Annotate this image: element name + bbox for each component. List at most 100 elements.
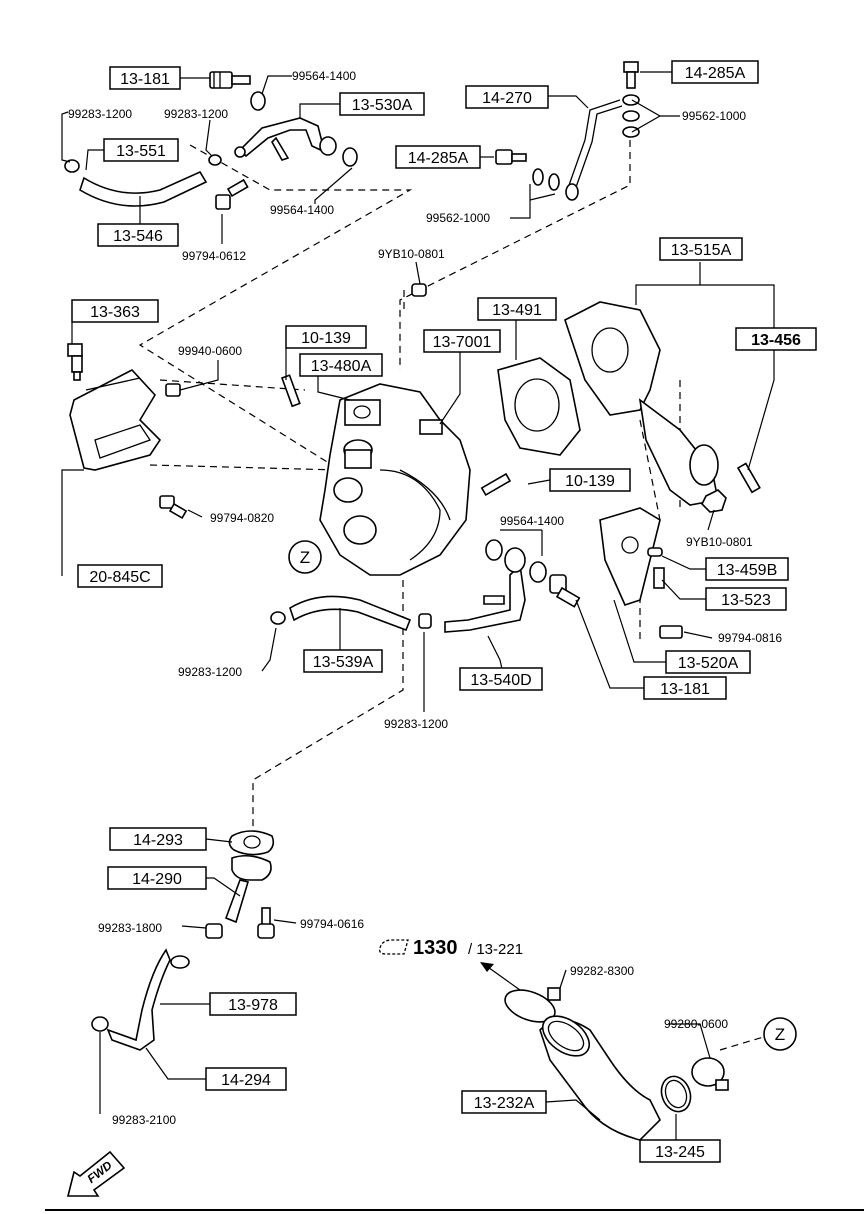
hose-13-978 bbox=[106, 948, 190, 1051]
washer-99562-1000-b1 bbox=[532, 168, 544, 186]
part-99562-1000-a[interactable]: 99562-1000 bbox=[682, 109, 746, 123]
pipe-14-290 bbox=[224, 854, 272, 924]
callout-13-546-label: 13-546 bbox=[113, 228, 163, 245]
bolt-13-181-top bbox=[209, 71, 251, 89]
callout-13-491-label: 13-491 bbox=[492, 302, 542, 319]
callout-20-845c[interactable]: 20-845C bbox=[77, 564, 163, 588]
callout-13-459b[interactable]: 13-459B bbox=[705, 557, 789, 581]
callout-13-515a[interactable]: 13-515A bbox=[659, 237, 743, 261]
callout-14-270[interactable]: 14-270 bbox=[465, 85, 549, 109]
callout-10-139-left-label: 10-139 bbox=[301, 330, 351, 347]
part-99940-0600[interactable]: 99940-0600 bbox=[178, 344, 242, 358]
callout-13-540d-label: 13-540D bbox=[470, 672, 531, 689]
callout-13-181-bottom[interactable]: 13-181 bbox=[643, 676, 727, 700]
washer-99564-1400-b bbox=[342, 147, 358, 167]
callout-10-139-left[interactable]: 10-139 bbox=[285, 325, 367, 349]
callout-13-515a-label: 13-515A bbox=[671, 242, 732, 259]
part-99283-1200-d[interactable]: 99283-1200 bbox=[384, 717, 448, 731]
stud-13-456 bbox=[736, 462, 761, 494]
washer-99564-1400-a bbox=[250, 91, 266, 111]
part-99564-1400-b[interactable]: 99564-1400 bbox=[270, 203, 334, 217]
duct-13-232a bbox=[539, 1015, 661, 1141]
callout-14-270-label: 14-270 bbox=[482, 90, 532, 107]
callout-14-290[interactable]: 14-290 bbox=[107, 866, 207, 890]
callout-13-523[interactable]: 13-523 bbox=[705, 587, 787, 611]
part-9yb10-0801-a[interactable]: 9YB10-0801 bbox=[378, 247, 445, 261]
part-99564-1400-c[interactable]: 99564-1400 bbox=[500, 514, 564, 528]
part-99794-0820[interactable]: 99794-0820 bbox=[210, 511, 274, 525]
callout-13-456-label: 13-456 bbox=[751, 332, 801, 349]
callout-13-232a[interactable]: 13-232A bbox=[461, 1090, 547, 1114]
exhaust-pipe-13-515a bbox=[564, 301, 719, 506]
bolt-99794-0612 bbox=[215, 178, 249, 210]
gasket-14-293 bbox=[228, 830, 275, 856]
part-99283-1200-a[interactable]: 99283-1200 bbox=[68, 107, 132, 121]
bolt-99940-0600 bbox=[165, 383, 181, 397]
fwd-arrow: FWD bbox=[66, 1150, 126, 1197]
section-reference-sub[interactable]: / 13-221 bbox=[468, 941, 523, 958]
clip-99283-1200-c bbox=[270, 611, 286, 625]
callout-13-539a[interactable]: 13-539A bbox=[303, 649, 383, 673]
assembly-dashed-lines bbox=[138, 140, 771, 1051]
part-99562-1000-b[interactable]: 99562-1000 bbox=[426, 211, 490, 225]
callout-13-245[interactable]: 13-245 bbox=[639, 1139, 721, 1163]
callout-13-480a-label: 13-480A bbox=[311, 358, 372, 375]
pipe-14-270 bbox=[565, 99, 623, 201]
washer-99562-1000-b2 bbox=[548, 173, 560, 191]
callout-13-540d[interactable]: 13-540D bbox=[459, 667, 543, 691]
callout-13-520a[interactable]: 13-520A bbox=[665, 650, 751, 674]
part-99283-1200-b[interactable]: 99283-1200 bbox=[164, 107, 228, 121]
clamp-99280-0600 bbox=[691, 1057, 729, 1091]
cover-reference-icon bbox=[378, 939, 409, 955]
callout-14-294-label: 14-294 bbox=[221, 1072, 271, 1089]
callout-14-293[interactable]: 14-293 bbox=[109, 827, 207, 851]
callout-14-285a-top[interactable]: 14-285A bbox=[671, 60, 759, 84]
clip-99283-1200-d bbox=[418, 613, 432, 629]
callout-13-491[interactable]: 13-491 bbox=[477, 297, 557, 321]
part-99794-0616[interactable]: 99794-0616 bbox=[300, 917, 364, 931]
callout-13-181-top-label: 13-181 bbox=[120, 71, 170, 88]
callout-13-363[interactable]: 13-363 bbox=[71, 299, 159, 323]
hose-13-546 bbox=[64, 159, 208, 207]
z-marker-right: Z bbox=[763, 1017, 797, 1051]
leader-lines bbox=[61, 71, 775, 1140]
z-marker-left-label: Z bbox=[300, 548, 310, 567]
section-reference-main[interactable]: 1330 bbox=[413, 937, 458, 959]
callout-14-294[interactable]: 14-294 bbox=[205, 1067, 287, 1091]
callout-13-480a[interactable]: 13-480A bbox=[299, 353, 383, 377]
callout-14-290-label: 14-290 bbox=[132, 871, 182, 888]
bolt-99794-0816 bbox=[659, 625, 683, 639]
z-marker-right-label: Z bbox=[775, 1025, 785, 1044]
part-99280-0600[interactable]: 99280-0600 bbox=[664, 1017, 728, 1031]
callout-10-139-right[interactable]: 10-139 bbox=[549, 468, 631, 492]
clip-99283-2100 bbox=[91, 1016, 109, 1032]
callout-13-539a-label: 13-539A bbox=[313, 654, 374, 671]
callout-13-551[interactable]: 13-551 bbox=[103, 138, 179, 162]
callout-13-459b-label: 13-459B bbox=[717, 562, 778, 579]
callout-13-456[interactable]: 13-456 bbox=[735, 327, 817, 351]
part-99283-1800[interactable]: 99283-1800 bbox=[98, 921, 162, 935]
stud-10-139-left bbox=[280, 374, 301, 408]
callout-13-520a-label: 13-520A bbox=[678, 655, 739, 672]
callout-20-845c-label: 20-845C bbox=[89, 569, 150, 586]
part-9yb10-0801-b[interactable]: 9YB10-0801 bbox=[686, 535, 753, 549]
callout-14-293-label: 14-293 bbox=[133, 832, 183, 849]
part-99283-2100[interactable]: 99283-2100 bbox=[112, 1113, 176, 1127]
callout-14-285a-mid[interactable]: 14-285A bbox=[395, 145, 481, 169]
callout-13-978[interactable]: 13-978 bbox=[209, 992, 297, 1016]
bolt-14-285a-mid bbox=[495, 149, 527, 165]
washer-99564-1400-c1 bbox=[485, 539, 503, 561]
part-99282-8300[interactable]: 99282-8300 bbox=[570, 964, 634, 978]
callout-13-363-label: 13-363 bbox=[90, 304, 140, 321]
part-99283-1200-c[interactable]: 99283-1200 bbox=[178, 665, 242, 679]
callout-13-530a[interactable]: 13-530A bbox=[339, 92, 425, 116]
callout-13-546[interactable]: 13-546 bbox=[97, 223, 179, 247]
pipe-13-540d bbox=[444, 547, 526, 633]
part-99794-0612[interactable]: 99794-0612 bbox=[182, 249, 246, 263]
part-99564-1400-a[interactable]: 99564-1400 bbox=[292, 69, 356, 83]
callout-13-181-top[interactable]: 13-181 bbox=[109, 66, 181, 90]
callout-13-7001[interactable]: 13-7001 bbox=[423, 329, 501, 353]
part-99794-0816[interactable]: 99794-0816 bbox=[718, 631, 782, 645]
callout-10-139-right-label: 10-139 bbox=[565, 473, 615, 490]
